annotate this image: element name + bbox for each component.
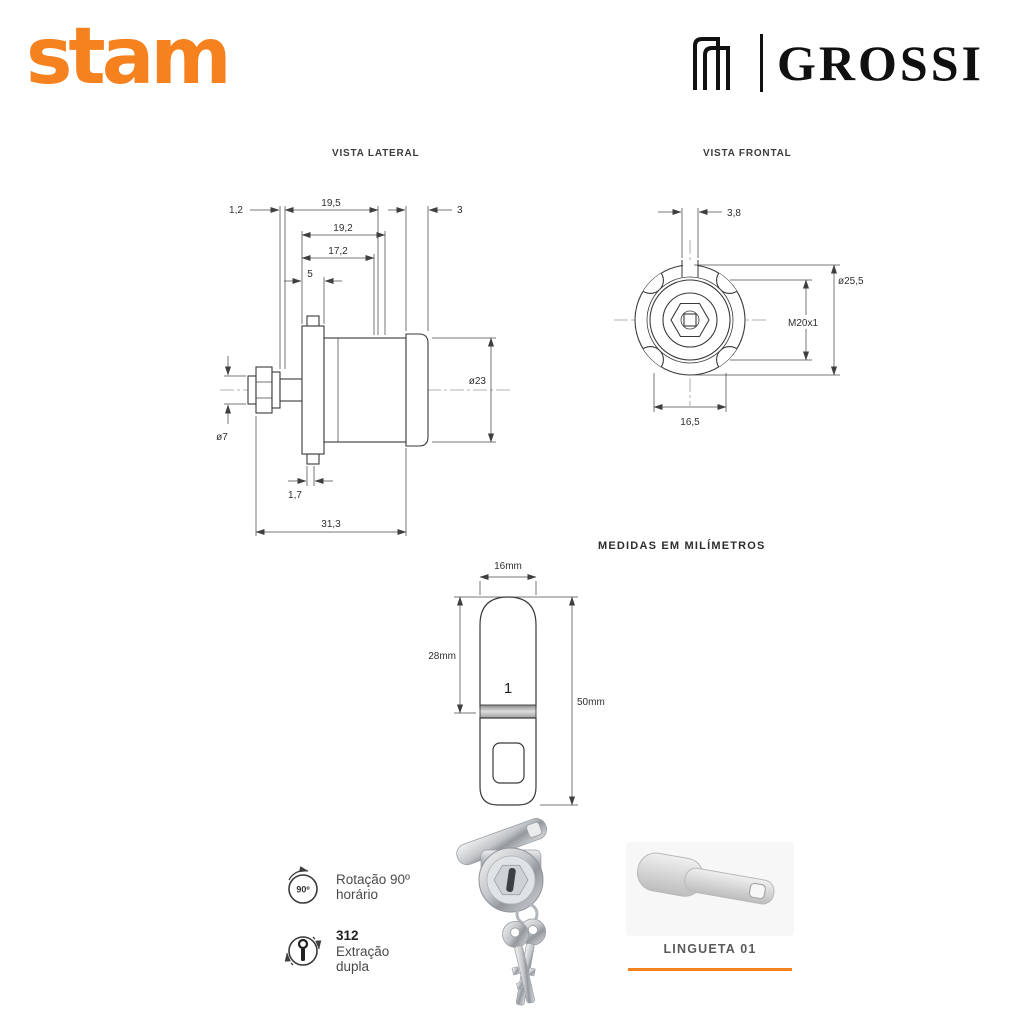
dimension-lines (653, 208, 840, 412)
frontal-dimension-labels: 3,8 ø25,5 M20x1 16,5 (680, 208, 864, 428)
dim-label: 16,5 (680, 417, 700, 428)
dim-label: 1,2 (229, 205, 243, 216)
dim-label: 16mm (494, 561, 522, 572)
units-note: MEDIDAS EM MILÍMETROS (598, 540, 766, 552)
rotation-icon-text: 90º (296, 885, 310, 895)
cam-lock-front-outline (634, 260, 746, 376)
frontal-view-title: VISTA FRONTAL (703, 148, 792, 159)
dim-label: 5 (307, 269, 313, 280)
dim-label: 3,8 (727, 208, 741, 219)
key-2 (502, 920, 535, 1004)
dim-label: 31,3 (321, 519, 341, 530)
feature-line: Rotação 90º (336, 871, 410, 887)
lingueta-label: LINGUETA 01 (663, 942, 757, 956)
lingueta-part (636, 852, 775, 905)
dim-label: 3 (457, 205, 463, 216)
lateral-view-drawing: 1,2 19,5 3 19,2 17,2 5 ø23 ø7 1,7 31,3 (216, 198, 512, 536)
dim-label: ø23 (469, 376, 487, 387)
dim-label: 50mm (577, 697, 605, 708)
dim-label: 28mm (428, 651, 456, 662)
logo-divider (760, 34, 763, 92)
dim-label: ø25,5 (838, 276, 864, 287)
dim-label: 1,7 (288, 490, 302, 501)
feature-line: horário (336, 887, 379, 902)
grossi-logo-text: GROSSI (777, 35, 984, 91)
door-icon (693, 37, 730, 90)
feature-extraction: 312 Extração dupla (280, 928, 389, 975)
grossi-logo: GROSSI (690, 34, 984, 92)
cam-lock-side-outline (247, 315, 429, 465)
accent-underline (628, 968, 792, 971)
label-mask (785, 315, 833, 329)
dim-label: 17,2 (328, 246, 348, 257)
lateral-dimension-labels: 1,2 19,5 3 19,2 17,2 5 ø23 ø7 1,7 31,3 (216, 198, 486, 530)
feature-line: Extração (336, 943, 390, 959)
product-photo (456, 818, 548, 1006)
double-extraction-icon (284, 936, 322, 967)
lateral-view-title: VISTA LATERAL (332, 148, 420, 159)
stam-logo: stam (26, 12, 232, 102)
tongue-part-number: 1 (504, 680, 512, 697)
feature-line: 312 (336, 928, 359, 943)
dim-label: 19,2 (333, 223, 353, 234)
frontal-view-drawing: 3,8 ø25,5 M20x1 16,5 (614, 208, 864, 428)
rotation-90-icon: 90º (288, 866, 318, 904)
lock-face (478, 847, 544, 913)
lingueta-photo (626, 842, 794, 936)
dim-label: M20x1 (788, 318, 818, 329)
feature-line: dupla (336, 959, 370, 974)
feature-rotation: 90º Rotação 90º horário (280, 864, 410, 910)
dimension-lines (454, 573, 578, 806)
tongue-drawing: 1 16mm 28mm 50mm (428, 561, 605, 806)
tongue-outline (479, 596, 537, 806)
tongue-dimension-labels: 16mm 28mm 50mm (428, 561, 605, 708)
dimension-lines (224, 206, 496, 536)
dim-label: ø7 (216, 432, 228, 443)
dim-label: 19,5 (321, 198, 341, 209)
